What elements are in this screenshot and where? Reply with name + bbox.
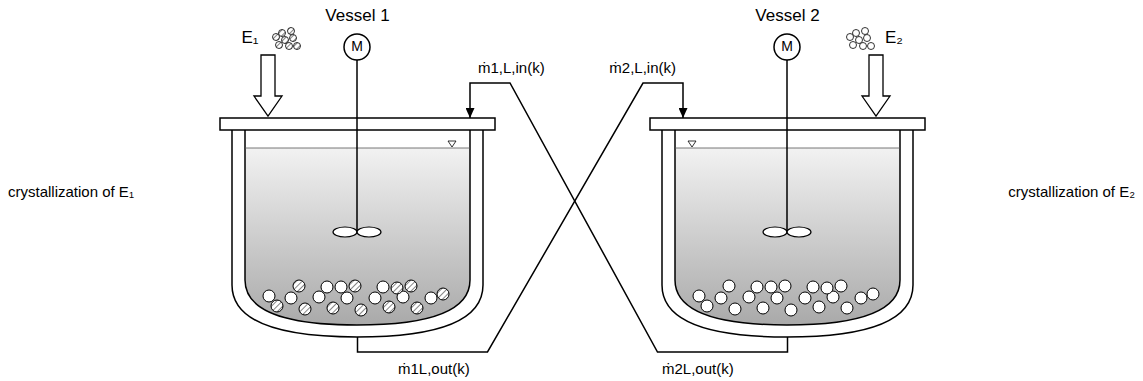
flow-label: ṁ1L,out(k): [398, 361, 470, 378]
seed-crystal: [868, 43, 875, 50]
impeller-blade: [333, 227, 357, 237]
pipe-connector: [358, 83, 684, 352]
vessel-drawing: [650, 28, 925, 338]
crystal-particle: [743, 291, 755, 303]
crystal-particle: [835, 280, 847, 292]
crystal-particle: [799, 292, 811, 304]
motor-label: M: [781, 39, 793, 54]
crystal-particle: [841, 302, 853, 314]
crystal-particle: [437, 288, 449, 300]
crystal-particle: [391, 282, 403, 294]
motor-label: M: [351, 39, 363, 54]
motor-symbol: [344, 34, 370, 60]
crystal-particle: [425, 292, 437, 304]
crystal-particle: [313, 291, 325, 303]
seed-crystal: [864, 35, 871, 42]
crystal-particle: [285, 292, 297, 304]
crystal-particle: [723, 280, 735, 292]
process-label: crystallization of E₂: [1008, 184, 1135, 201]
vessel-title: Vessel 2: [610, 6, 965, 26]
stirrer-shaft: [356, 60, 358, 232]
crystal-particle: [299, 303, 311, 315]
seed-crystal: [862, 28, 869, 35]
level-marker: [688, 141, 696, 147]
feed-label: E₁: [241, 29, 258, 48]
crystal-particle: [341, 292, 353, 304]
flow-label: ṁ2L,out(k): [662, 361, 734, 378]
crystal-particle: [405, 280, 417, 292]
crystal-particle: [327, 302, 339, 314]
crystal-particle: [321, 281, 333, 293]
seed-crystal: [850, 42, 857, 49]
impeller-blade: [763, 227, 787, 237]
crystal-particle: [263, 290, 275, 302]
crystal-particle: [693, 290, 705, 302]
crystal-particle: [411, 302, 423, 314]
level-marker: [448, 141, 456, 147]
motor-symbol: [774, 34, 800, 60]
feed-arrow: [862, 55, 890, 116]
process-label: crystallization of E₁: [8, 184, 134, 201]
seed-crystal: [286, 43, 293, 50]
feed-arrow: [254, 55, 282, 116]
crystal-particle: [377, 281, 389, 293]
crystal-particle: [867, 288, 879, 300]
crystal-particle: [355, 304, 367, 316]
seed-crystal: [276, 42, 283, 49]
vessel-drawing: [220, 28, 495, 338]
flow-label: ṁ2,L,in(k): [609, 60, 676, 77]
seed-crystal: [294, 43, 301, 50]
crystal-particle: [715, 292, 727, 304]
vessel-node: Vessel 1: [220, 118, 495, 337]
crystal-particle: [771, 292, 783, 304]
crystal-particle: [813, 301, 825, 313]
crystal-particle: [271, 300, 283, 312]
crystal-particle: [855, 292, 867, 304]
feed-label: E₂: [885, 29, 903, 48]
crystal-particle: [335, 281, 347, 293]
vessel-node: Vessel 2: [650, 118, 925, 337]
vessel-title: Vessel 1: [180, 6, 535, 26]
crystal-particle: [369, 292, 381, 304]
crystal-particle: [807, 281, 819, 293]
crystal-particle: [349, 280, 361, 292]
crystal-particle: [779, 280, 791, 292]
seed-crystal: [847, 34, 854, 41]
crystal-particle: [293, 280, 305, 292]
crystal-particle: [701, 300, 713, 312]
seed-crystal: [860, 43, 867, 50]
seed-crystal: [273, 34, 280, 41]
crystal-particle: [383, 301, 395, 313]
crystal-particle: [751, 281, 763, 293]
pipe-connector: [470, 83, 788, 352]
crystal-particle: [821, 282, 833, 294]
impeller-blade: [787, 227, 811, 237]
flow-label: ṁ1,L,in(k): [478, 60, 545, 77]
crystal-particle: [729, 303, 741, 315]
seed-crystal: [290, 35, 297, 42]
crystal-particle: [765, 281, 777, 293]
seed-crystal: [288, 28, 295, 35]
crystal-particle: [785, 304, 797, 316]
crystal-particle: [757, 302, 769, 314]
impeller-blade: [357, 227, 381, 237]
stirrer-shaft: [786, 60, 788, 232]
